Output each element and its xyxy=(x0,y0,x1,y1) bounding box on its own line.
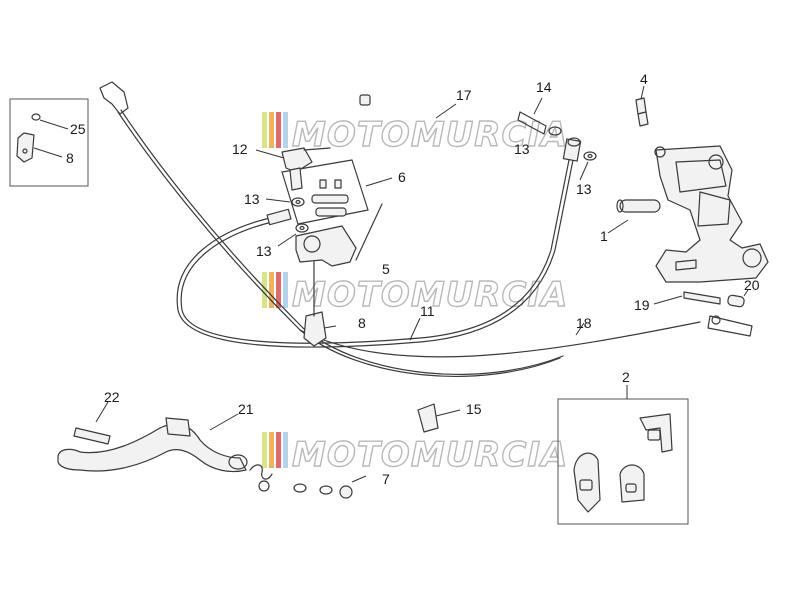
clip-part-8-inset xyxy=(16,132,35,163)
cap-part-17 xyxy=(359,94,371,106)
callout-13-c: 13 xyxy=(514,141,530,157)
callout-14: 14 xyxy=(536,79,552,95)
watermark-middle: MOTOMURCIA xyxy=(262,272,568,316)
callout-20: 20 xyxy=(744,277,760,293)
oring-part-25 xyxy=(31,113,41,121)
callout-4: 4 xyxy=(640,71,648,87)
watermark-text-top: MOTOMURCIA xyxy=(292,115,568,155)
bleed-screw-4 xyxy=(635,85,649,127)
callout-15: 15 xyxy=(466,401,482,417)
callout-7: 7 xyxy=(382,471,390,487)
callout-17: 17 xyxy=(456,87,472,103)
banjo-bolt-14 xyxy=(517,111,597,161)
master-cylinder-assembly xyxy=(281,159,383,347)
callout-5: 5 xyxy=(382,261,390,277)
brake-hose-11 xyxy=(176,138,582,348)
callout-22: 22 xyxy=(104,389,120,405)
callout-19: 19 xyxy=(634,297,650,313)
callout-1: 1 xyxy=(600,228,608,244)
brake-pedal-21 xyxy=(57,417,248,473)
callout-11: 11 xyxy=(420,303,435,319)
callout-21: 21 xyxy=(238,401,254,417)
callout-13-a: 13 xyxy=(244,191,260,207)
callout-6: 6 xyxy=(398,169,406,185)
callout-2: 2 xyxy=(622,369,630,385)
watermark-text-bottom: MOTOMURCIA xyxy=(292,435,568,475)
callout-8-main: 8 xyxy=(358,315,366,331)
leader-lines xyxy=(95,97,749,483)
washers-13-left xyxy=(291,197,309,233)
brake-caliper-1 xyxy=(616,145,769,283)
brake-hose-18 xyxy=(299,315,753,358)
callout-8-inset: 8 xyxy=(66,150,74,166)
spring-washers-7 xyxy=(249,464,353,499)
watermark-text-middle: MOTOMURCIA xyxy=(292,275,568,315)
callout-labels: 1 2 4 5 6 7 8 8 11 12 13 13 13 13 14 15 … xyxy=(66,71,760,487)
brake-pads-box-2 xyxy=(557,398,689,525)
watermark-top: MOTOMURCIA xyxy=(262,112,568,156)
callout-13-d: 13 xyxy=(576,181,592,197)
banjo-bolt-12 xyxy=(281,147,331,191)
watermark-bottom: MOTOMURCIA xyxy=(262,432,568,476)
callout-12: 12 xyxy=(232,141,248,157)
inset-box-left xyxy=(9,98,89,187)
pin-parts-19-20 xyxy=(683,291,745,308)
callout-25: 25 xyxy=(70,121,86,137)
callout-18: 18 xyxy=(576,315,592,331)
callout-13-b: 13 xyxy=(256,243,272,259)
bracket-15 xyxy=(417,403,439,433)
